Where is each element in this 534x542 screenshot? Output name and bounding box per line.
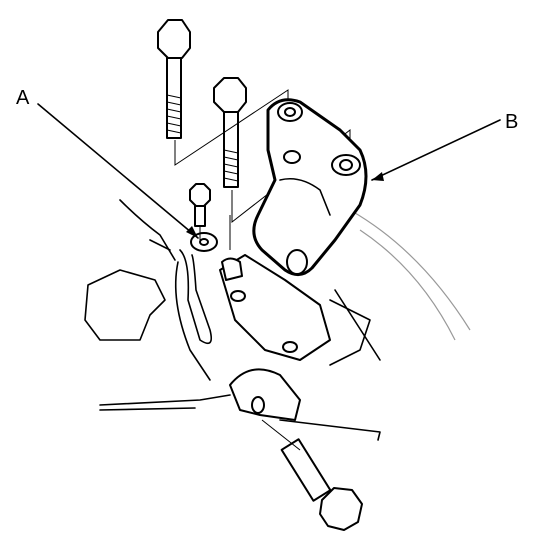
callout-a-label: A <box>16 87 30 109</box>
bolt-small <box>189 183 211 227</box>
ground-clip-a <box>174 232 218 381</box>
mount-bracket-b <box>252 98 368 276</box>
leader-lines <box>37 103 501 239</box>
callout-b-label: B <box>505 111 519 133</box>
bolt-long-top <box>157 19 191 139</box>
bolt-medium <box>213 77 247 188</box>
body-outline <box>84 199 471 441</box>
mount-base <box>219 254 381 366</box>
bolt-lower <box>261 419 363 531</box>
lower-bracket <box>229 368 301 421</box>
